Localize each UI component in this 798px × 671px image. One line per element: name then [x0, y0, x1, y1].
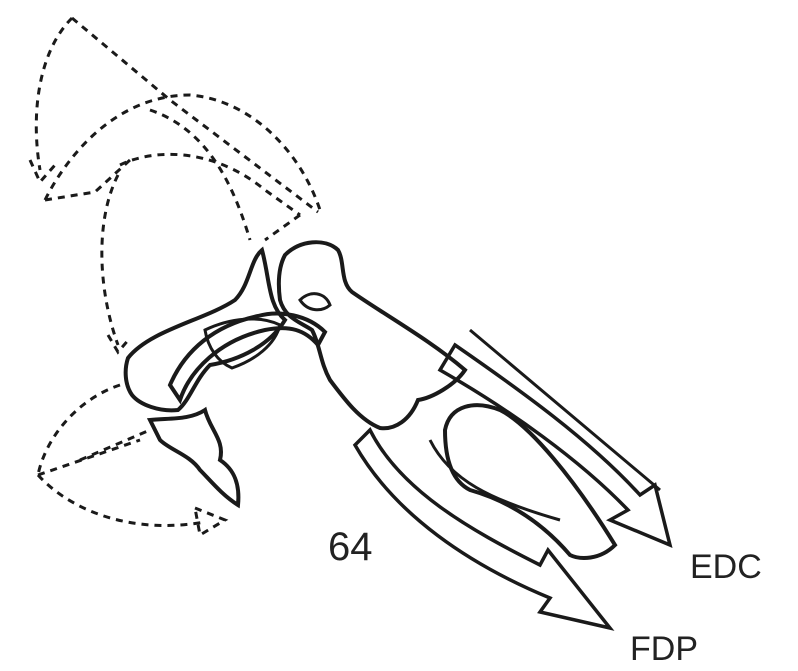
proximal-bone-lower	[150, 410, 238, 505]
dashed-motion-arc-lower	[38, 385, 225, 535]
edc-tendon	[440, 345, 670, 545]
dashed-motion-arc-middle	[102, 175, 130, 352]
dashed-motion-arc-upper	[30, 18, 320, 240]
joint-capsule	[205, 319, 280, 368]
edc-label: EDC	[690, 548, 762, 586]
figure-number: 64	[328, 525, 373, 569]
joint-notch	[300, 294, 330, 310]
fdp-tendon-inner	[430, 440, 560, 520]
fdp-label: FDP	[630, 630, 698, 668]
